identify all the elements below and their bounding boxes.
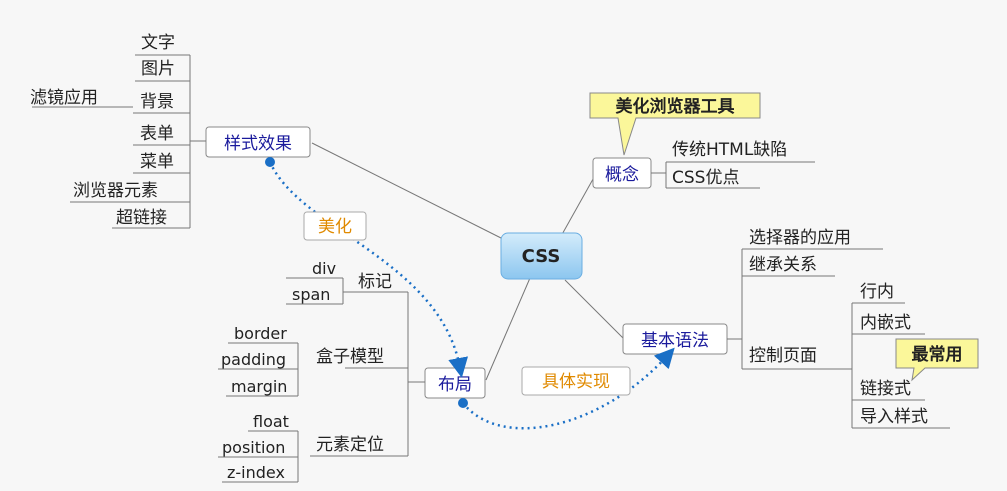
node-basic-syntax-label: 基本语法 (641, 331, 709, 351)
central-node[interactable]: CSS (500, 232, 583, 280)
style-child: 背景 (140, 92, 174, 112)
relation-implementation-label: 具体实现 (542, 372, 610, 392)
style-child: 浏览器元素 (73, 181, 158, 201)
callout-tool-text: 美化浏览器工具 (616, 96, 735, 117)
callout-most-used: 最常用 (895, 338, 979, 382)
relation-implementation[interactable]: 具体实现 (521, 366, 631, 396)
layout-item: float (253, 412, 289, 431)
concept-child: CSS优点 (672, 168, 739, 188)
style-child: 超链接 (116, 208, 167, 228)
layout-group-label: 盒子模型 (316, 347, 384, 367)
node-concept-label: 概念 (605, 164, 639, 185)
control-child: 行内 (860, 282, 894, 302)
style-child: 图片 (141, 59, 175, 79)
layout-item: padding (221, 350, 286, 369)
layout-item: margin (231, 377, 287, 396)
layout-group-label: 元素定位 (316, 435, 384, 455)
relation-start-dot (458, 398, 468, 408)
style-child: 文字 (141, 33, 175, 53)
control-child: 内嵌式 (860, 313, 911, 333)
callout-tool: 美化浏览器工具 (589, 92, 761, 156)
callout-most-used-text: 最常用 (912, 344, 963, 365)
relation-beautify-label: 美化 (318, 217, 352, 237)
central-label: CSS (522, 246, 561, 267)
node-style-effects-label: 样式效果 (224, 134, 292, 154)
layout-item: span (292, 285, 330, 304)
control-child: 导入样式 (860, 407, 928, 427)
concept-child: 传统HTML缺陷 (672, 140, 787, 160)
syntax-child: 控制页面 (749, 346, 817, 366)
layout-item: div (312, 259, 336, 278)
node-style-effects[interactable]: 样式效果 (205, 126, 311, 158)
style-child: 菜单 (140, 152, 174, 172)
node-layout-label: 布局 (438, 375, 472, 395)
style-children: 文字 图片 背景 表单 菜单 浏览器元素 超链接 (70, 33, 190, 229)
layout-item: border (234, 324, 287, 343)
layout-group-label: 标记 (358, 272, 392, 292)
relation-start-dot (265, 157, 275, 167)
control-child: 链接式 (860, 379, 911, 399)
node-basic-syntax[interactable]: 基本语法 (622, 323, 728, 355)
relation-beautify[interactable]: 美化 (303, 211, 367, 241)
filter-label: 滤镜应用 (30, 88, 98, 108)
syntax-child: 继承关系 (749, 255, 817, 275)
node-concept[interactable]: 概念 (592, 157, 652, 189)
layout-item: position (222, 438, 285, 457)
layout-item: z-index (227, 463, 285, 482)
style-child: 表单 (140, 124, 174, 144)
syntax-child: 选择器的应用 (749, 228, 851, 248)
node-layout[interactable]: 布局 (424, 367, 486, 399)
